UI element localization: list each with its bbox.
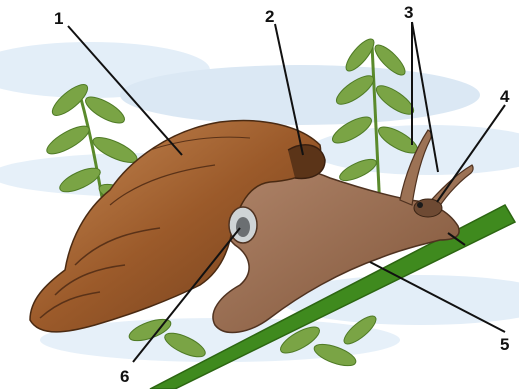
label-5: 5 [500, 335, 509, 354]
label-4: 4 [500, 87, 510, 106]
label-2: 2 [265, 7, 274, 26]
label-1: 1 [54, 9, 63, 28]
label-6: 6 [120, 367, 129, 386]
label-3: 3 [404, 3, 413, 22]
